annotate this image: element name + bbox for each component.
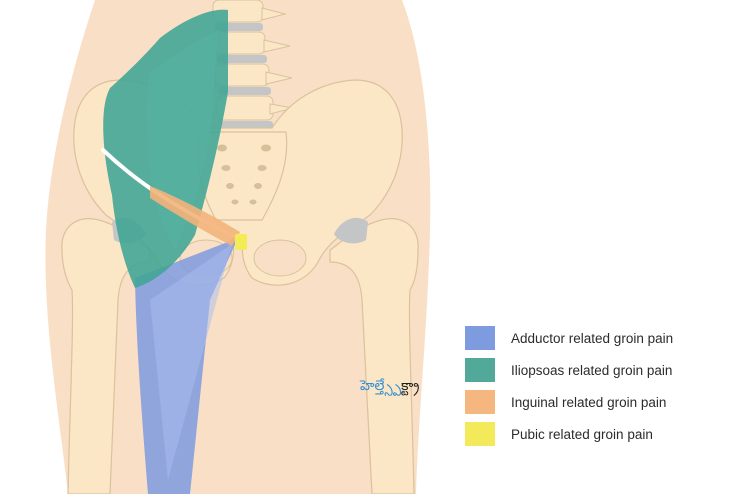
legend-swatch-inguinal	[465, 390, 495, 414]
legend-swatch-iliopsoas	[465, 358, 495, 382]
legend-label-pubic: Pubic related groin pain	[511, 426, 653, 442]
left-femur	[61, 218, 151, 494]
legend-label-iliopsoas: Iliopsoas related groin pain	[511, 362, 673, 378]
legend: Adductor related groin pain Iliopsoas re…	[465, 325, 735, 453]
legend-item-pubic: Pubic related groin pain	[465, 421, 735, 447]
legend-label-inguinal: Inguinal related groin pain	[511, 394, 667, 410]
legend-item-inguinal: Inguinal related groin pain	[465, 389, 735, 415]
sacral-foramina	[217, 144, 271, 205]
legend-swatch-adductor	[465, 326, 495, 350]
right-femur	[329, 218, 419, 494]
pubic-symphysis	[235, 234, 247, 250]
inguinal-region	[150, 186, 240, 246]
legend-item-iliopsoas: Iliopsoas related groin pain	[465, 357, 735, 383]
legend-swatch-pubic	[465, 422, 495, 446]
legend-label-adductor: Adductor related groin pain	[511, 330, 674, 346]
legend-item-adductor: Adductor related groin pain	[465, 325, 735, 351]
adductor-highlight	[150, 244, 232, 480]
watermark-logo: హెల్త్స్పేక్ట్రా	[360, 378, 420, 394]
